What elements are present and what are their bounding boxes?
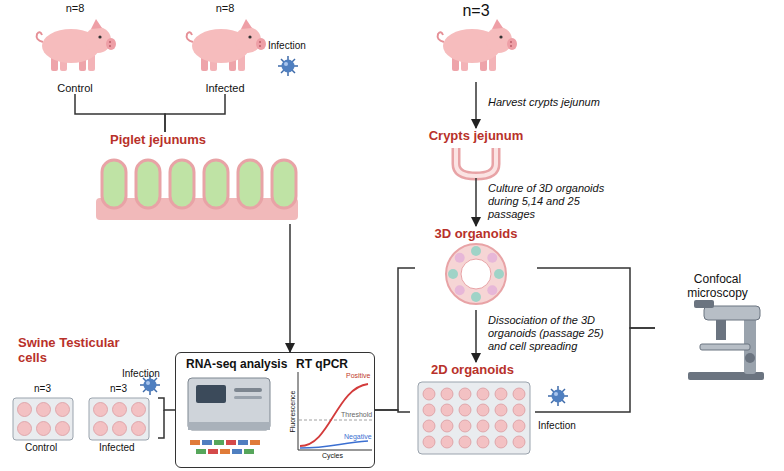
annotation-label: Fluorescence [289, 382, 296, 442]
node-text: Swine Testicular cells [18, 335, 138, 365]
step-label: Culture of 3D organoids during 5,14 and … [488, 182, 623, 221]
bracket-connector [375, 410, 410, 412]
arrow-connector [475, 82, 477, 128]
sample-node: 3D organoids [415, 226, 537, 310]
virus-icon [548, 386, 568, 406]
annotation-label: n=3 [110, 383, 127, 394]
node-text: Confocal microscopy [673, 272, 763, 300]
pig-illustration [438, 19, 517, 71]
annotation-label: Threshold [341, 411, 372, 418]
arrow-connector [475, 178, 477, 226]
annotation-label: Cycles [322, 452, 343, 459]
pig-illustration [37, 19, 116, 71]
node-text: RNA-seq analysis [186, 357, 287, 371]
crypt-illustration [456, 148, 496, 176]
bracket-connector [75, 94, 165, 132]
node-text: n=8 [216, 2, 235, 14]
bracket-connector [375, 268, 415, 410]
pig-node: n=8Control [30, 2, 120, 94]
pig-illustration [187, 19, 266, 71]
sample-node: Piglet jejunums [70, 132, 300, 224]
annotation-label: Negative [344, 433, 372, 440]
node-text: n=3 [430, 2, 522, 20]
node-text: Control [57, 82, 92, 94]
analysis-box: RNA-seq analysis RT qPCR [175, 352, 375, 468]
node-text: Crypts jejunum [410, 128, 542, 143]
microscope-illustration [688, 300, 764, 380]
annotation-label: Positive [346, 372, 371, 379]
pig-node: n=8Infected [180, 2, 270, 94]
node-text: n=8 [66, 2, 85, 14]
node-text: RT qPCR [296, 357, 348, 371]
annotation-label: Control [25, 442, 57, 453]
well-plate [13, 398, 149, 440]
method-node: Confocal microscopy [655, 272, 780, 384]
annotation-label: Infected [99, 442, 135, 453]
qpcr-plot [298, 372, 372, 450]
annotation-label: n=3 [34, 383, 51, 394]
node-text: 2D organoids [410, 362, 535, 377]
annotation-label: Infection [122, 368, 160, 379]
arrow-connector [475, 310, 477, 362]
node-text: Piglet jejunums [110, 132, 300, 147]
bracket-arm [158, 410, 164, 438]
step-label: Harvest crypts jejunum [488, 96, 628, 109]
sequencer-illustration [188, 378, 270, 454]
jejunum-illustration [96, 160, 298, 220]
node-text: Infected [205, 82, 244, 94]
step-label: Dissociation of the 3D organoids (passag… [488, 314, 623, 353]
pig-node: n=3 [430, 2, 522, 82]
virus-icon [278, 56, 298, 76]
sample-node: Crypts jejunum [410, 128, 542, 178]
bracket-connector [165, 94, 225, 132]
arrow-connector [289, 224, 291, 352]
organoid-illustration [446, 244, 506, 304]
annotation-label: Infection [538, 420, 576, 431]
sample-node: 2D organoids [410, 362, 535, 462]
annotation-label: Infection [268, 40, 306, 51]
node-text: 3D organoids [415, 226, 537, 241]
well-plate [418, 382, 530, 454]
bracket-connector [158, 398, 175, 410]
